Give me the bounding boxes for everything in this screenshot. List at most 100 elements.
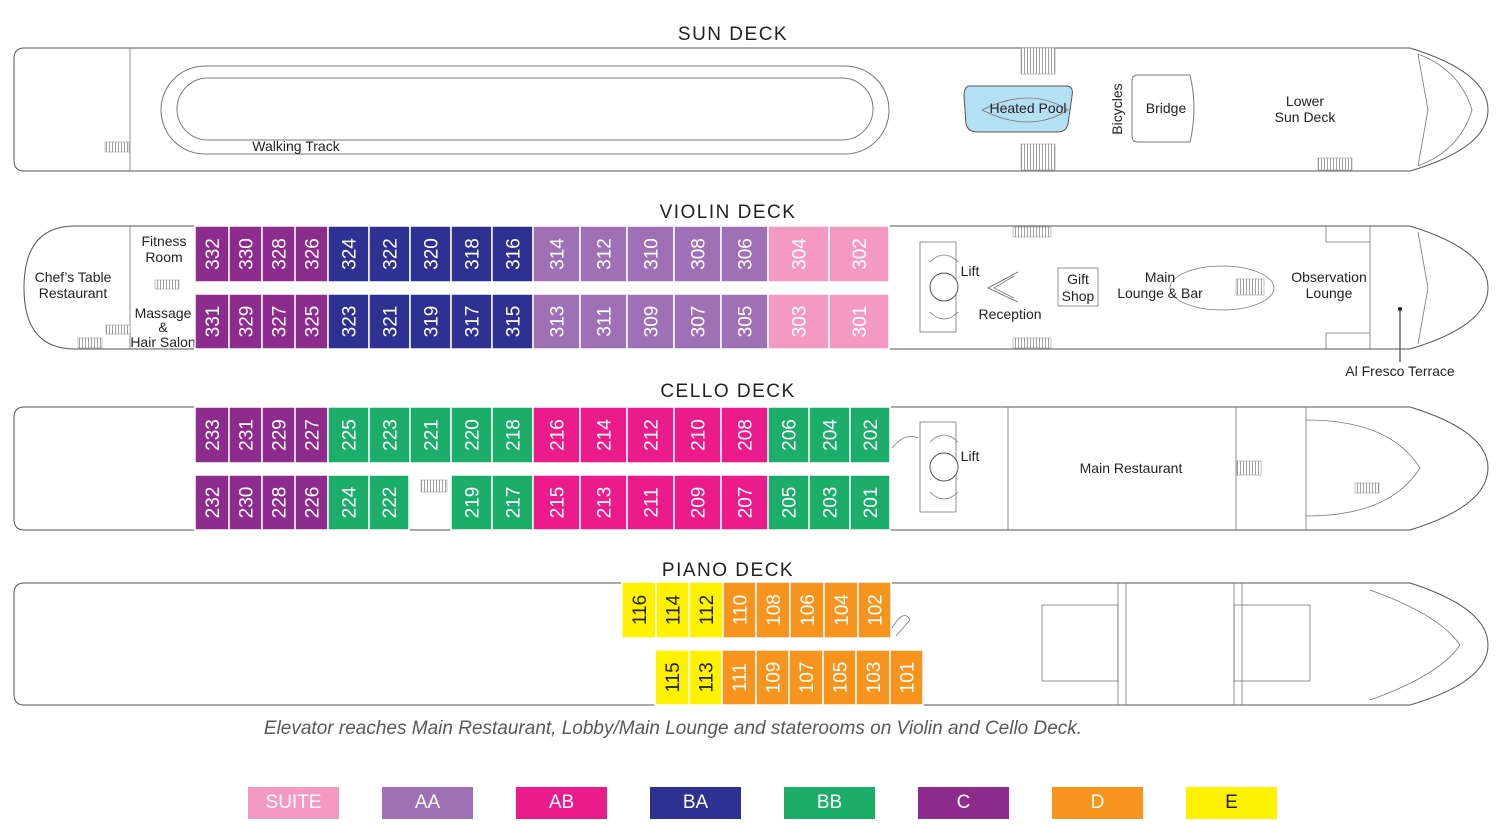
- cabin-208[interactable]: 208: [720, 406, 769, 464]
- cabin-231[interactable]: 231: [228, 406, 263, 464]
- cabin-212-box: [626, 406, 675, 464]
- cabin-111[interactable]: 111: [721, 649, 757, 706]
- cabin-315[interactable]: 315: [491, 293, 534, 350]
- cabin-102[interactable]: 102: [857, 581, 892, 639]
- cabin-106[interactable]: 106: [789, 581, 825, 639]
- cabin-218[interactable]: 218: [491, 406, 534, 464]
- cabin-311[interactable]: 311: [579, 293, 628, 350]
- cabin-213[interactable]: 213: [579, 474, 628, 531]
- cabin-number: 217: [504, 487, 525, 519]
- cabin-210[interactable]: 210: [673, 406, 722, 464]
- cabin-320[interactable]: 320: [409, 225, 452, 283]
- cabin-232[interactable]: 232: [194, 474, 230, 531]
- cabin-105[interactable]: 105: [822, 649, 857, 706]
- cabin-331[interactable]: 331: [194, 293, 230, 350]
- cabin-305[interactable]: 305: [720, 293, 769, 350]
- cabin-114[interactable]: 114: [655, 581, 690, 639]
- cabin-314[interactable]: 314: [532, 225, 581, 283]
- cabin-317[interactable]: 317: [450, 293, 493, 350]
- cabin-number: 326: [303, 238, 324, 270]
- cabin-221[interactable]: 221: [409, 406, 452, 464]
- cabin-108[interactable]: 108: [755, 581, 791, 639]
- cabin-220[interactable]: 220: [450, 406, 493, 464]
- cabin-230[interactable]: 230: [228, 474, 263, 531]
- cabin-201[interactable]: 201: [849, 474, 891, 531]
- cabin-306[interactable]: 306: [720, 225, 769, 283]
- cabin-324[interactable]: 324: [327, 225, 370, 283]
- cabin-225[interactable]: 225: [327, 406, 370, 464]
- cabin-205[interactable]: 205: [767, 474, 810, 531]
- cabin-220-box: [450, 406, 493, 464]
- cabin-316[interactable]: 316: [491, 225, 534, 283]
- cabin-number: 325: [303, 306, 324, 338]
- cabin-332[interactable]: 332: [194, 225, 230, 283]
- cabin-215[interactable]: 215: [532, 474, 581, 531]
- cabin-110-box: [722, 581, 757, 639]
- cabin-219[interactable]: 219: [450, 474, 493, 531]
- cabin-303[interactable]: 303: [767, 293, 830, 350]
- cabin-325[interactable]: 325: [294, 293, 329, 350]
- cabin-217[interactable]: 217: [491, 474, 534, 531]
- bridge-label: Bridge: [1146, 100, 1187, 116]
- cabin-233[interactable]: 233: [194, 406, 230, 464]
- legend-aa: AA: [382, 787, 473, 819]
- cabin-110[interactable]: 110: [722, 581, 757, 639]
- cabin-number: 306: [736, 238, 757, 270]
- cabin-321[interactable]: 321: [368, 293, 411, 350]
- cabin-308[interactable]: 308: [673, 225, 722, 283]
- cabin-104[interactable]: 104: [823, 581, 859, 639]
- cabin-207[interactable]: 207: [720, 474, 769, 531]
- cabin-number: 208: [736, 419, 757, 451]
- cabin-101[interactable]: 101: [889, 649, 924, 706]
- cabin-222[interactable]: 222: [368, 474, 410, 531]
- cabin-114-box: [655, 581, 690, 639]
- cabin-115[interactable]: 115: [654, 649, 690, 706]
- cabin-229[interactable]: 229: [261, 406, 296, 464]
- cabin-310[interactable]: 310: [626, 225, 675, 283]
- cabin-209[interactable]: 209: [673, 474, 722, 531]
- cabin-113[interactable]: 113: [688, 649, 723, 706]
- cabin-211[interactable]: 211: [626, 474, 675, 531]
- cabin-326[interactable]: 326: [294, 225, 329, 283]
- cabin-227-box: [294, 406, 329, 464]
- cabin-216[interactable]: 216: [532, 406, 581, 464]
- cabin-112[interactable]: 112: [688, 581, 724, 639]
- cabin-312[interactable]: 312: [579, 225, 628, 283]
- cabin-109[interactable]: 109: [755, 649, 790, 706]
- cabin-322[interactable]: 322: [368, 225, 411, 283]
- cabin-116[interactable]: 116: [621, 581, 657, 639]
- cabin-204[interactable]: 204: [808, 406, 851, 464]
- cabin-number: 308: [689, 238, 710, 270]
- cabin-223[interactable]: 223: [368, 406, 411, 464]
- cabin-203[interactable]: 203: [808, 474, 851, 531]
- cabin-309[interactable]: 309: [626, 293, 675, 350]
- cabin-309-box: [626, 293, 675, 350]
- cabin-226[interactable]: 226: [294, 474, 329, 531]
- cabin-229-box: [261, 406, 296, 464]
- cabin-306-box: [720, 225, 769, 283]
- cabin-313[interactable]: 313: [532, 293, 581, 350]
- cabin-107[interactable]: 107: [788, 649, 824, 706]
- cabin-318[interactable]: 318: [450, 225, 493, 283]
- cabin-103[interactable]: 103: [855, 649, 891, 706]
- cabin-212[interactable]: 212: [626, 406, 675, 464]
- cabin-number: 227: [303, 419, 324, 451]
- cabin-307[interactable]: 307: [673, 293, 722, 350]
- cabin-227[interactable]: 227: [294, 406, 329, 464]
- cabin-323[interactable]: 323: [327, 293, 370, 350]
- cabin-328[interactable]: 328: [261, 225, 296, 283]
- cabin-319[interactable]: 319: [409, 293, 452, 350]
- cabin-206[interactable]: 206: [767, 406, 810, 464]
- cabin-number: 315: [504, 306, 525, 338]
- cabin-202[interactable]: 202: [849, 406, 891, 464]
- cabin-206-box: [767, 406, 810, 464]
- cabin-224[interactable]: 224: [327, 474, 370, 531]
- cabin-302[interactable]: 302: [828, 225, 890, 283]
- cabin-329[interactable]: 329: [228, 293, 263, 350]
- cabin-304[interactable]: 304: [767, 225, 830, 283]
- cabin-330[interactable]: 330: [228, 225, 263, 283]
- cabin-214[interactable]: 214: [579, 406, 628, 464]
- cabin-327[interactable]: 327: [261, 293, 296, 350]
- cabin-301[interactable]: 301: [828, 293, 890, 350]
- cabin-228[interactable]: 228: [261, 474, 296, 531]
